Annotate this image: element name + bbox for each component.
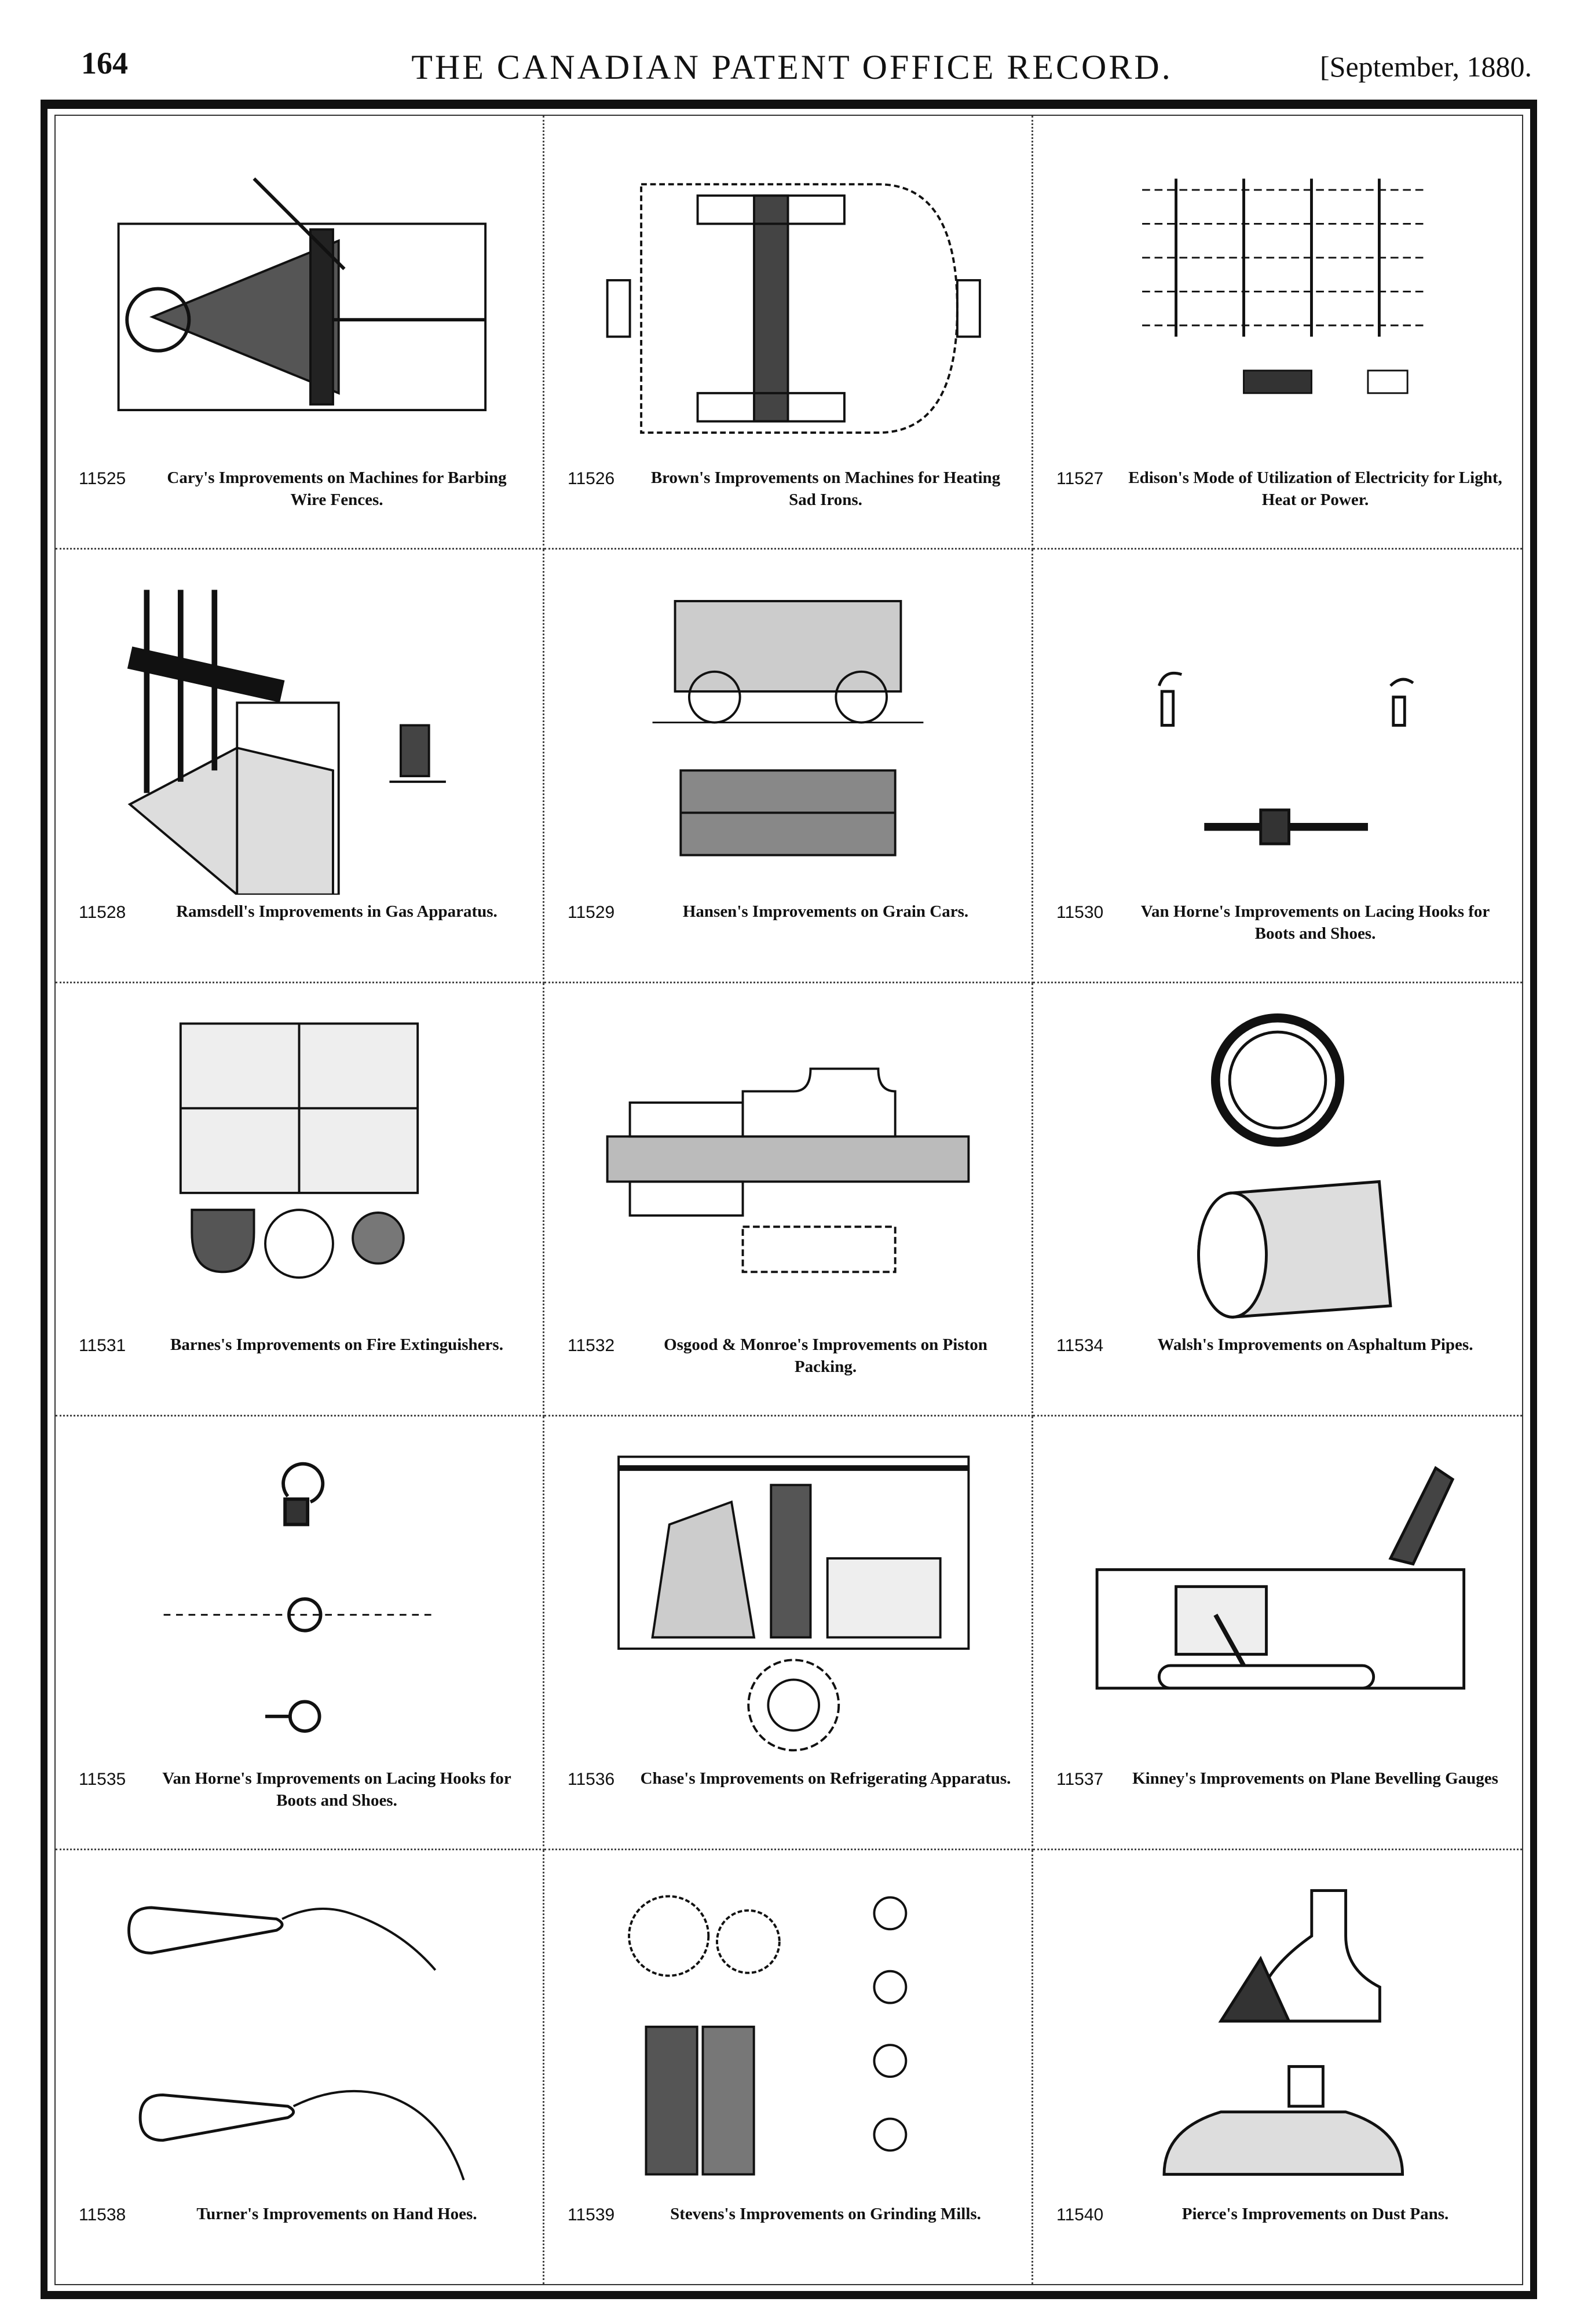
patent-caption: Barnes's Improvements on Fire Extinguish… bbox=[170, 1335, 503, 1355]
patent-cell-11534: 11534 Walsh's Improvements on Asphaltum … bbox=[1033, 983, 1522, 1417]
patent-cell-11537: 11537 Kinney's Improvements on Plane Bev… bbox=[1033, 1417, 1522, 1851]
patent-caption: Brown's Improvements on Machines for Hea… bbox=[650, 468, 1001, 509]
running-head: 164 THE CANADIAN PATENT OFFICE RECORD. [… bbox=[0, 35, 1584, 98]
patent-number: 11537 bbox=[1056, 1770, 1104, 1789]
patent-illustration-11536 bbox=[579, 1445, 997, 1762]
patent-cell-11529: 11529 Hansen's Improvements on Grain Car… bbox=[544, 549, 1033, 983]
patent-cell-11525: 11525 Cary's Improvements on Machines fo… bbox=[56, 116, 544, 550]
patent-caption: Hansen's Improvements on Grain Cars. bbox=[682, 902, 969, 921]
patent-caption: Van Horne's Improvements on Lacing Hooks… bbox=[162, 1769, 511, 1810]
patent-number: 11536 bbox=[568, 1770, 615, 1789]
patent-illustration-11530 bbox=[1068, 579, 1487, 895]
patent-number: 11531 bbox=[79, 1336, 126, 1356]
patent-cell-11527: 11527 Edison's Mode of Utilization of El… bbox=[1033, 116, 1522, 550]
page-number: 164 bbox=[81, 46, 128, 80]
patent-illustration-11531 bbox=[90, 1012, 508, 1328]
patent-number: 11538 bbox=[79, 2205, 126, 2224]
patent-illustration-11526 bbox=[579, 145, 997, 461]
patent-cell-11531: 11531 Barnes's Improvements on Fire Exti… bbox=[56, 983, 544, 1417]
patent-illustration-11537 bbox=[1068, 1445, 1487, 1762]
patent-number: 11529 bbox=[568, 902, 615, 922]
patent-cell-11532: 11532 Osgood & Monroe's Improvements on … bbox=[544, 983, 1033, 1417]
issue-date: [September, 1880. bbox=[1320, 50, 1532, 83]
patent-illustration-11532 bbox=[579, 1012, 997, 1328]
patent-caption: Walsh's Improvements on Asphaltum Pipes. bbox=[1157, 1335, 1473, 1355]
patent-cell-11540: 11540 Pierce's Improvements on Dust Pans… bbox=[1033, 1850, 1522, 2284]
patent-caption: Van Horne's Improvements on Lacing Hooks… bbox=[1140, 902, 1490, 943]
patent-number: 11534 bbox=[1056, 1336, 1104, 1356]
patent-illustration-11529 bbox=[579, 579, 997, 895]
patent-number: 11540 bbox=[1056, 2205, 1104, 2224]
patent-cell-11538: 11538 Turner's Improvements on Hand Hoes… bbox=[56, 1850, 544, 2284]
patent-number: 11528 bbox=[79, 902, 126, 922]
patent-illustration-11527 bbox=[1068, 145, 1487, 461]
journal-title: THE CANADIAN PATENT OFFICE RECORD. bbox=[411, 48, 1173, 86]
patent-caption: Ramsdell's Improvements in Gas Apparatus… bbox=[176, 902, 497, 921]
patent-caption: Stevens's Improvements on Grinding Mills… bbox=[670, 2204, 981, 2223]
patent-caption: Cary's Improvements on Machines for Barb… bbox=[167, 468, 507, 509]
patent-illustration-11528 bbox=[90, 579, 508, 895]
patent-illustration-11534 bbox=[1068, 1012, 1487, 1328]
patent-number: 11539 bbox=[568, 2205, 615, 2224]
patent-caption: Edison's Mode of Utilization of Electric… bbox=[1128, 468, 1502, 509]
patent-caption: Osgood & Monroe's Improvements on Piston… bbox=[664, 1335, 987, 1377]
patent-caption: Pierce's Improvements on Dust Pans. bbox=[1181, 2204, 1449, 2223]
patent-cell-11526: 11526 Brown's Improvements on Machines f… bbox=[544, 116, 1033, 550]
patent-cell-11539: 11539 Stevens's Improvements on Grinding… bbox=[544, 1850, 1033, 2284]
patent-illustration-11525 bbox=[90, 145, 508, 461]
patent-number: 11530 bbox=[1056, 902, 1104, 922]
patent-cell-11528: 11528 Ramsdell's Improvements in Gas App… bbox=[56, 549, 544, 983]
patent-cell-11530: 11530 Van Horne's Improvements on Lacing… bbox=[1033, 550, 1522, 983]
patent-grid: 11525 Cary's Improvements on Machines fo… bbox=[56, 116, 1522, 2284]
patent-cell-11535: 11535 Van Horne's Improvements on Lacing… bbox=[56, 1417, 544, 1851]
page-frame: 11525 Cary's Improvements on Machines fo… bbox=[41, 100, 1537, 2299]
patent-number: 11526 bbox=[568, 469, 615, 488]
patent-illustration-11540 bbox=[1068, 1879, 1487, 2197]
patent-number: 11532 bbox=[568, 1336, 615, 1356]
patent-number: 11525 bbox=[79, 469, 126, 488]
inner-rule bbox=[54, 115, 1523, 2285]
patent-illustration-11539 bbox=[579, 1879, 997, 2197]
patent-caption: Chase's Improvements on Refrigerating Ap… bbox=[640, 1769, 1011, 1788]
patent-caption: Turner's Improvements on Hand Hoes. bbox=[196, 2204, 477, 2223]
patent-cell-11536: 11536 Chase's Improvements on Refrigerat… bbox=[544, 1417, 1033, 1851]
patent-number: 11527 bbox=[1056, 469, 1104, 488]
patent-caption: Kinney's Improvements on Plane Bevelling… bbox=[1132, 1769, 1498, 1788]
patent-number: 11535 bbox=[79, 1770, 126, 1789]
patent-illustration-11538 bbox=[90, 1879, 508, 2197]
patent-illustration-11535 bbox=[90, 1445, 508, 1762]
